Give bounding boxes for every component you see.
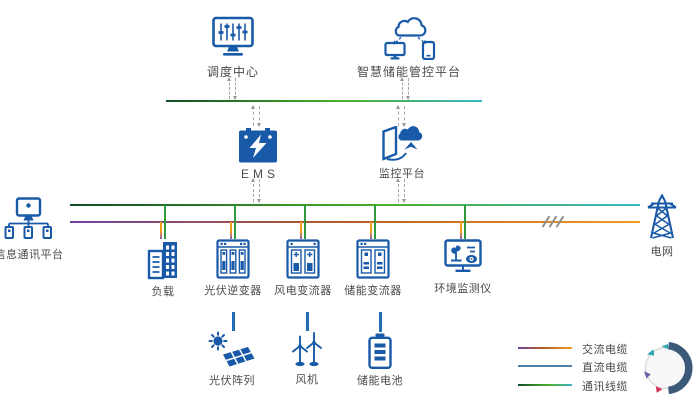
legend-comm-cable-line — [518, 384, 572, 386]
node-label: 储能变流器 — [344, 285, 402, 297]
cloud-devices-icon — [384, 17, 436, 60]
legend-comm-cable-label: 通讯线缆 — [582, 381, 628, 393]
node-label: 环境监测仪 — [434, 283, 492, 295]
node-dispatch-center: 调度中心 — [173, 16, 293, 80]
wind-turbines-icon — [292, 332, 322, 367]
node-wind-converter: 风电变流器 — [258, 239, 348, 298]
dc-link-battery — [379, 312, 382, 332]
ac-drop-load — [160, 222, 162, 239]
comm-drop-wind-converter — [304, 205, 306, 239]
ac-drop-pv-inverter — [230, 222, 232, 239]
circular-decoration — [644, 341, 693, 395]
ems-lightning-box-icon — [239, 128, 277, 163]
node-info-comm-platform: 信息通讯平台 — [0, 197, 69, 262]
screen-cloud-upload-icon — [382, 126, 423, 161]
node-label: 电网 — [650, 246, 674, 258]
inverter-cabinet-icon — [216, 239, 250, 279]
control-monitor-icon — [212, 16, 254, 56]
dc-link-pv-array — [232, 312, 235, 331]
comm-drop-env-monitor — [464, 205, 466, 239]
node-monitoring-platform: 监控平台 — [357, 126, 447, 181]
buildings-icon — [147, 242, 177, 280]
node-wind-turbine: 风机 — [267, 332, 347, 387]
node-label: 信息通讯平台 — [0, 249, 64, 261]
legend-dc-cable-label: 直流电缆 — [582, 362, 628, 374]
dc-link-wind-turbine — [306, 312, 309, 331]
node-label: 风机 — [295, 374, 319, 386]
ac-drop-storage-converter — [370, 222, 372, 239]
node-pv-array: 光伏阵列 — [187, 331, 277, 388]
legend-ac-cable-label: 交流电缆 — [582, 344, 628, 356]
comm-drop-pv-inverter — [234, 205, 236, 239]
node-label: 光伏阵列 — [209, 375, 255, 387]
node-label: 风电变流器 — [274, 285, 332, 297]
transmission-tower-icon — [647, 194, 677, 239]
dashed-link-smart-platform — [400, 77, 411, 100]
upper-comm-line — [166, 100, 482, 102]
dashed-link-monitor-bus — [396, 178, 407, 203]
node-power-grid: 电网 — [632, 194, 692, 259]
ac-drop-env-monitor — [460, 222, 462, 239]
communication-bus-line — [70, 204, 640, 206]
comm-drop-storage-converter — [374, 205, 376, 239]
dashed-link-monitor-top — [396, 105, 407, 127]
dashed-link-ems-top — [251, 105, 262, 127]
battery-icon — [368, 333, 392, 369]
sun-solar-panel-icon — [208, 331, 255, 367]
monitor-plant-eye-icon — [444, 239, 482, 272]
node-label: 监控平台 — [379, 168, 425, 180]
node-load: 负载 — [123, 240, 203, 299]
node-label: 储能电池 — [357, 375, 403, 387]
ac-drop-wind-converter — [300, 222, 302, 239]
comm-drop-load — [164, 205, 166, 239]
dashed-link-dispatch — [227, 77, 238, 100]
node-label: 负载 — [151, 286, 175, 298]
node-ems: EMS — [218, 128, 298, 181]
node-pv-inverter: 光伏逆变器 — [188, 239, 278, 298]
legend-ac-cable-line — [518, 347, 572, 349]
node-label: EMS — [240, 167, 279, 181]
ac-bus-line — [70, 221, 640, 223]
node-env-monitor: 环境监测仪 — [418, 239, 508, 296]
converter-cabinet-icon — [286, 239, 320, 279]
dashed-link-ems-bus — [251, 178, 262, 203]
network-hub-icon — [4, 197, 52, 239]
legend-dc-cable-line — [518, 365, 572, 367]
line-break-marks — [541, 214, 565, 230]
node-smart-storage-platform: 智慧储能管控平台 — [329, 12, 489, 80]
storage-cabinet-icon — [356, 239, 390, 279]
node-storage-battery: 储能电池 — [335, 333, 425, 388]
node-label: 智慧储能管控平台 — [356, 65, 461, 79]
node-label: 光伏逆变器 — [204, 285, 262, 297]
node-label: 调度中心 — [206, 65, 259, 79]
node-storage-converter: 储能变流器 — [328, 239, 418, 298]
